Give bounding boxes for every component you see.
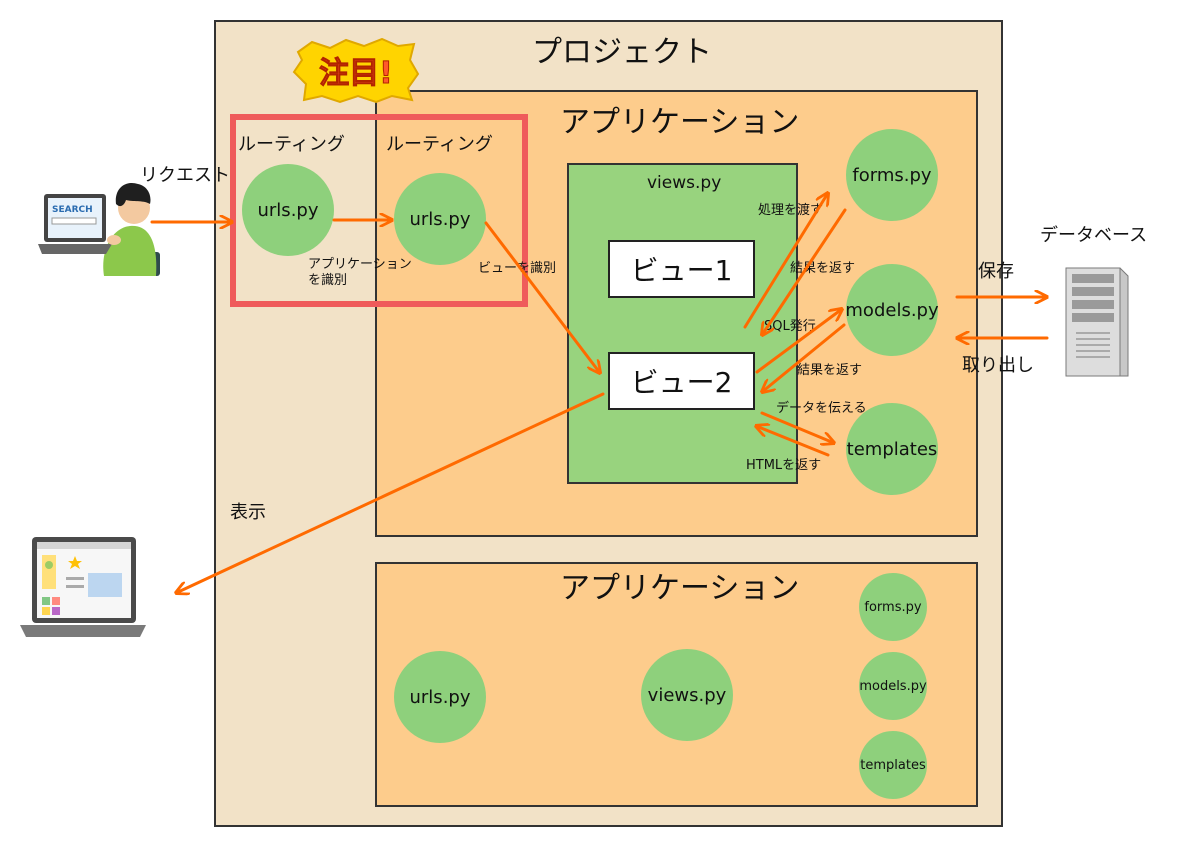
arrow-return-result-2 xyxy=(762,323,846,392)
views-title: views.py xyxy=(647,173,722,193)
arrow-return-result-1 xyxy=(762,208,847,335)
attention-badge-text: 注目! xyxy=(319,56,393,91)
identify-view-label: ビューを識別 xyxy=(478,261,557,276)
user-at-laptop-icon: SEARCH xyxy=(38,182,160,276)
identify-app-label-1: アプリケーション xyxy=(308,257,412,272)
sql-label: SQL発行 xyxy=(764,319,816,334)
focus-frame xyxy=(230,114,528,307)
routing-label-project: ルーティング xyxy=(238,134,345,155)
return-result-label-2: 結果を返す xyxy=(797,363,863,378)
database-label: データベース xyxy=(1040,225,1148,246)
svg-text:SEARCH: SEARCH xyxy=(52,205,93,215)
laptop-browser-icon xyxy=(20,537,146,637)
arrow-pass-processing xyxy=(743,193,828,329)
arrow-pass-data xyxy=(760,411,834,443)
attention-badge-icon: 注目! xyxy=(292,38,420,104)
urls-circle-app: urls.py xyxy=(394,173,486,265)
identify-app-label-2: を識別 xyxy=(308,273,348,288)
return-html-label: HTMLを返す xyxy=(746,458,822,473)
models-circle: models.py xyxy=(845,264,939,356)
urls-circle-project: urls.py xyxy=(242,164,334,256)
models-circle-app2: models.py xyxy=(859,652,927,720)
templates-circle-app2: templates xyxy=(859,731,927,799)
arrow-return-html xyxy=(756,426,830,457)
urls-circle-app2: urls.py xyxy=(394,651,486,743)
application-title-1: アプリケーション xyxy=(560,105,800,140)
save-label: 保存 xyxy=(978,261,1014,282)
pass-processing-label: 処理を渡す xyxy=(758,203,824,218)
templates-circle: templates xyxy=(846,403,938,495)
view-2: ビュー2 xyxy=(608,352,755,410)
arrow-display xyxy=(176,392,605,593)
forms-circle: forms.py xyxy=(846,129,938,221)
request-label: リクエスト xyxy=(140,165,230,186)
view-1: ビュー1 xyxy=(608,240,755,298)
display-label: 表示 xyxy=(230,502,266,523)
return-result-label-1: 結果を返す xyxy=(790,261,856,276)
application-title-2: アプリケーション xyxy=(560,571,800,606)
arrow-urls-to-view2 xyxy=(484,221,600,373)
retrieve-label: 取り出し xyxy=(962,355,1034,376)
database-server-icon xyxy=(1065,267,1129,377)
arrow-sql xyxy=(755,309,842,374)
forms-circle-app2: forms.py xyxy=(859,573,927,641)
views-circle-app2: views.py xyxy=(641,649,733,741)
routing-label-app: ルーティング xyxy=(386,134,493,155)
project-title: プロジェクト xyxy=(532,35,712,70)
pass-data-label: データを伝える xyxy=(776,401,867,416)
